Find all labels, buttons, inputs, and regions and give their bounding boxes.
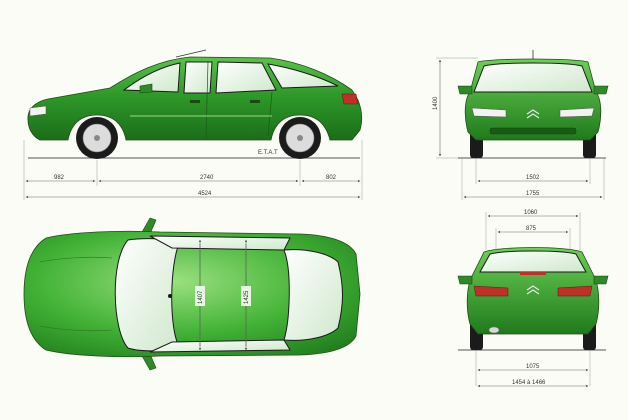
- front-overhang-label: 982: [54, 175, 65, 181]
- rear-door-handle: [250, 100, 260, 103]
- side-tail-light: [341, 93, 359, 105]
- front-dimensions: 1400 1502 1755: [433, 57, 605, 200]
- overall-width-label: 1755: [526, 191, 540, 197]
- side-rear-hub: [297, 135, 303, 141]
- top-side-glass-upper: [149, 235, 291, 251]
- side-headlight: [29, 105, 47, 117]
- rear-left-tail-light: [473, 285, 509, 297]
- front-left-mirror: [457, 85, 473, 95]
- side-front-door-glass: [183, 61, 213, 94]
- antenna: [175, 49, 207, 58]
- front-door-handle: [190, 100, 200, 103]
- exhaust-pipe: [488, 326, 500, 334]
- rear-view: [457, 247, 609, 351]
- rear-overhang-label: 802: [326, 175, 337, 181]
- side-windshield-glass: [122, 62, 181, 93]
- rear-left-mirror: [457, 275, 473, 285]
- front-lower-grille: [489, 127, 577, 135]
- top-hood-crease: [39, 256, 113, 332]
- rear-right-tail-light: [557, 285, 593, 297]
- chevron-logo-icon: [526, 109, 540, 119]
- top-antenna-base: [168, 294, 172, 298]
- upper-width-label: 875: [526, 226, 537, 232]
- top-dimensions: 1407 1425: [195, 239, 251, 351]
- top-view: [23, 217, 361, 371]
- cabin-front-label-bg: [195, 286, 205, 306]
- front-view: [457, 50, 609, 159]
- wheelbase-label: 2740: [200, 175, 214, 181]
- height-label: 1400: [433, 96, 439, 110]
- rear-brake-light: [520, 272, 546, 275]
- front-door-line: [205, 61, 209, 139]
- trunk-opening-label: 1454 à 1466: [512, 380, 546, 386]
- overall-length-label: 4524: [198, 191, 212, 197]
- front-track-label: 1502: [526, 175, 540, 181]
- side-front-hub: [94, 135, 100, 141]
- side-rear-quarter-glass: [267, 63, 339, 89]
- rear-dimensions: 1060 875 1075 1454 à 1466: [475, 210, 591, 388]
- side-view: E.T.A.T: [27, 49, 363, 159]
- side-dimensions: 982 2740 802 4524: [23, 140, 363, 200]
- side-mirror: [139, 83, 153, 94]
- top-rear-window: [283, 249, 343, 341]
- rear-track-label: 1075: [526, 364, 540, 370]
- front-right-mirror: [593, 85, 609, 95]
- side-rear-door-glass: [215, 61, 277, 94]
- top-body: [23, 230, 361, 358]
- side-badge-text: E.T.A.T: [258, 150, 278, 156]
- cabin-rear-label: 1425: [244, 290, 250, 304]
- front-left-headlight: [471, 107, 507, 118]
- rear-chevron-logo-icon: [526, 285, 540, 295]
- front-right-headlight: [559, 107, 595, 118]
- cabin-rear-label-bg: [241, 286, 251, 306]
- rear-window: [479, 250, 587, 273]
- front-windshield: [473, 62, 593, 93]
- rear-right-mirror: [593, 275, 609, 285]
- roof-width-label: 1060: [524, 210, 538, 216]
- cabin-front-label: 1407: [198, 290, 204, 304]
- rear-door-line: [267, 91, 273, 137]
